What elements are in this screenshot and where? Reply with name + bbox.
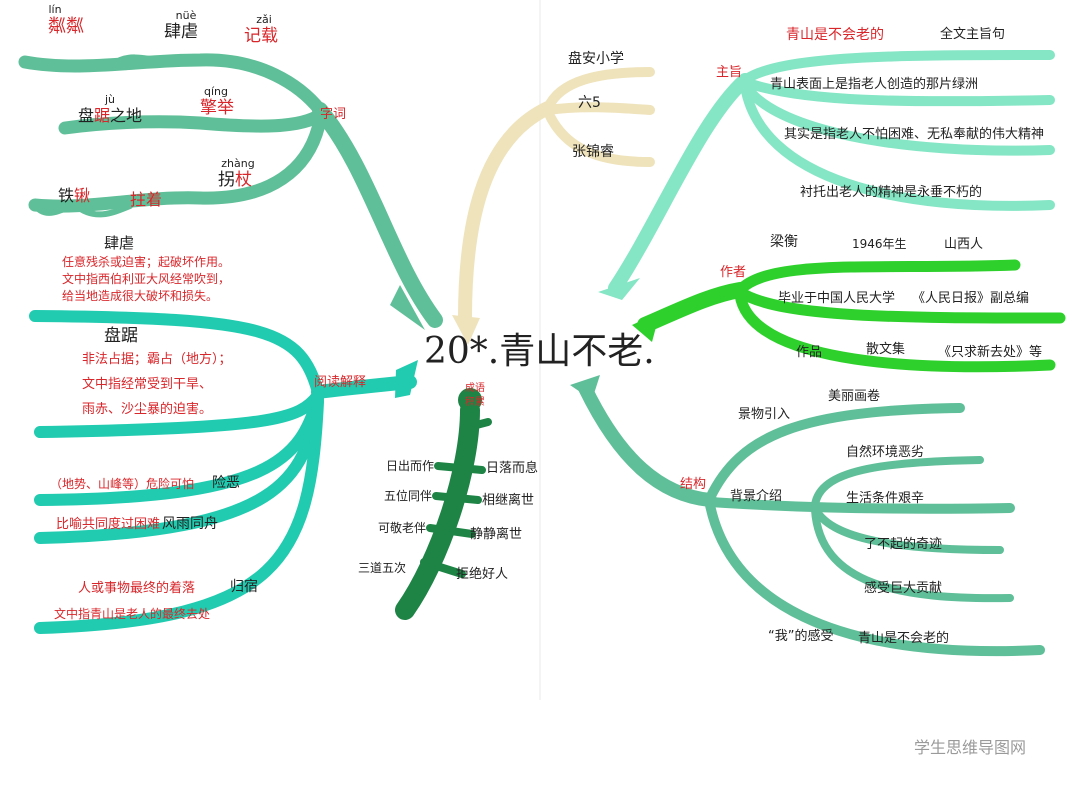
zici-word-8: 拄着: [130, 190, 163, 209]
chengyu-left-1: 日出而作: [385, 459, 434, 473]
zuozhe-works-title: 《只求新去处》等: [938, 345, 1043, 360]
page-title: 20*.青山不老.: [424, 331, 655, 372]
branch-zici: [18, 53, 443, 328]
panju-line-1: 非法占据；霸占（地方）；: [82, 352, 232, 367]
yuedu-label: 阅读解释: [314, 375, 367, 390]
zici-word-6: 拐杖: [218, 170, 252, 190]
zhiyi-label: 主旨: [716, 65, 743, 80]
branch-info: [458, 67, 655, 325]
zuozhe-label: 作者: [720, 265, 747, 280]
guisu-line-1: 人或事物最终的着落: [78, 581, 196, 596]
branch-yuedu: [29, 310, 417, 634]
chengyu-right-1: 日落而息: [486, 461, 539, 476]
zici-word-5: 擎举: [200, 98, 234, 118]
jiegou-sub-2: 生活条件艰辛: [846, 491, 925, 506]
branch-jiegou: [578, 381, 1045, 656]
panju-line-3: 雨赤、沙尘暴的迫害。: [82, 402, 213, 417]
zici-pinyin-6: zhàng: [221, 157, 255, 170]
jiegou-label: 结构: [680, 477, 707, 492]
zici-word-2: 肆虐: [164, 22, 198, 42]
jiegou-sub-4: 感受巨大贡献: [864, 581, 943, 596]
zici-pinyin-1: lín: [48, 3, 62, 16]
siniu-line-2: 文中指西伯利亚大风经常吹到，: [62, 272, 231, 286]
zhiyi-note: 全文主旨句: [940, 27, 1006, 42]
fengyu-term: 风雨同舟: [162, 516, 218, 532]
chengyu-right-2: 相继离世: [482, 493, 535, 508]
jiegou-beijing: 背景介绍: [730, 489, 783, 504]
zici-pinyin-3: zǎi: [256, 13, 272, 26]
jiegou-ganshou: “我”的感受: [768, 629, 834, 644]
zhiyi-item-1: 青山表面上是指老人创造的那片绿洲: [770, 77, 979, 92]
chengyu-label-a: 成语: [465, 383, 485, 394]
weixian-def: （地势、山峰等）危险可怕: [50, 477, 195, 491]
branch-chengyu: [395, 388, 492, 620]
jiegou-final: 青山是不会老的: [858, 631, 950, 646]
zici-pinyin-5: qíng: [204, 85, 228, 98]
zuozhe-works-label: 作品: [796, 345, 823, 360]
watermark: 学生思维导图网: [914, 738, 1027, 757]
chengyu-right-3: 静静离世: [470, 527, 523, 542]
panju-term: 盘踞: [104, 326, 138, 346]
chengyu-left-3: 可敬老伴: [377, 521, 426, 535]
guisu-line-2: 文中指青山是老人的最终去处: [54, 607, 211, 621]
jiegou-jingwu: 景物引入: [738, 407, 791, 422]
panju-line-2: 文中指经常受到干旱、: [82, 377, 213, 392]
jiegou-sub-3: 了不起的奇迹: [864, 537, 943, 552]
zuozhe-born: 1946年生: [852, 237, 907, 251]
zici-word-4: 盘踞之地: [78, 106, 143, 125]
chengyu-right-4: 拒绝好人: [456, 567, 509, 582]
siniu-line-1: 任意残杀或迫害；起破坏作用。: [62, 255, 231, 269]
weixian-term: 险恶: [212, 475, 240, 491]
chengyu-left-2: 五位同伴: [383, 489, 432, 503]
chengyu-label-b: 积累: [465, 397, 485, 408]
zhiyi-item-2: 其实是指老人不怕困难、无私奉献的伟大精神: [784, 127, 1045, 142]
info-school: 盘安小学: [568, 51, 624, 67]
zici-word-1: 粼粼: [48, 16, 84, 37]
info-class: 六5: [578, 95, 601, 111]
chengyu-left-4: 三道五次: [357, 561, 406, 575]
zici-word-3: 记载: [244, 26, 278, 46]
jiegou-meili: 美丽画卷: [828, 389, 881, 404]
zuozhe-hometown: 山西人: [944, 237, 984, 252]
fengyu-def: 比喻共同度过困难: [56, 517, 161, 532]
siniu-line-3: 给当地造成很大破坏和损失。: [62, 289, 219, 303]
zici-pinyin-4: jù: [104, 93, 116, 106]
zhiyi-intro: 青山是不会老的: [786, 27, 884, 43]
zuozhe-name: 梁衡: [770, 234, 798, 250]
zici-word-7: 铁锹: [58, 186, 91, 205]
zici-pinyin-2: nüè: [175, 9, 197, 22]
zuozhe-works-type: 散文集: [866, 342, 906, 357]
zuozhe-school: 毕业于中国人民大学: [778, 291, 896, 306]
guisu-term: 归宿: [230, 579, 258, 595]
info-name: 张锦睿: [572, 144, 614, 160]
jiegou-sub-1: 自然环境恶劣: [846, 445, 925, 460]
siniu-term: 肆虐: [104, 234, 135, 252]
zhiyi-item-3: 衬托出老人的精神是永垂不朽的: [800, 185, 983, 200]
branch-zhiyi: [608, 50, 1055, 295]
zuozhe-job: 《人民日报》副总编: [912, 291, 1030, 306]
zici-label: 字词: [320, 107, 347, 122]
